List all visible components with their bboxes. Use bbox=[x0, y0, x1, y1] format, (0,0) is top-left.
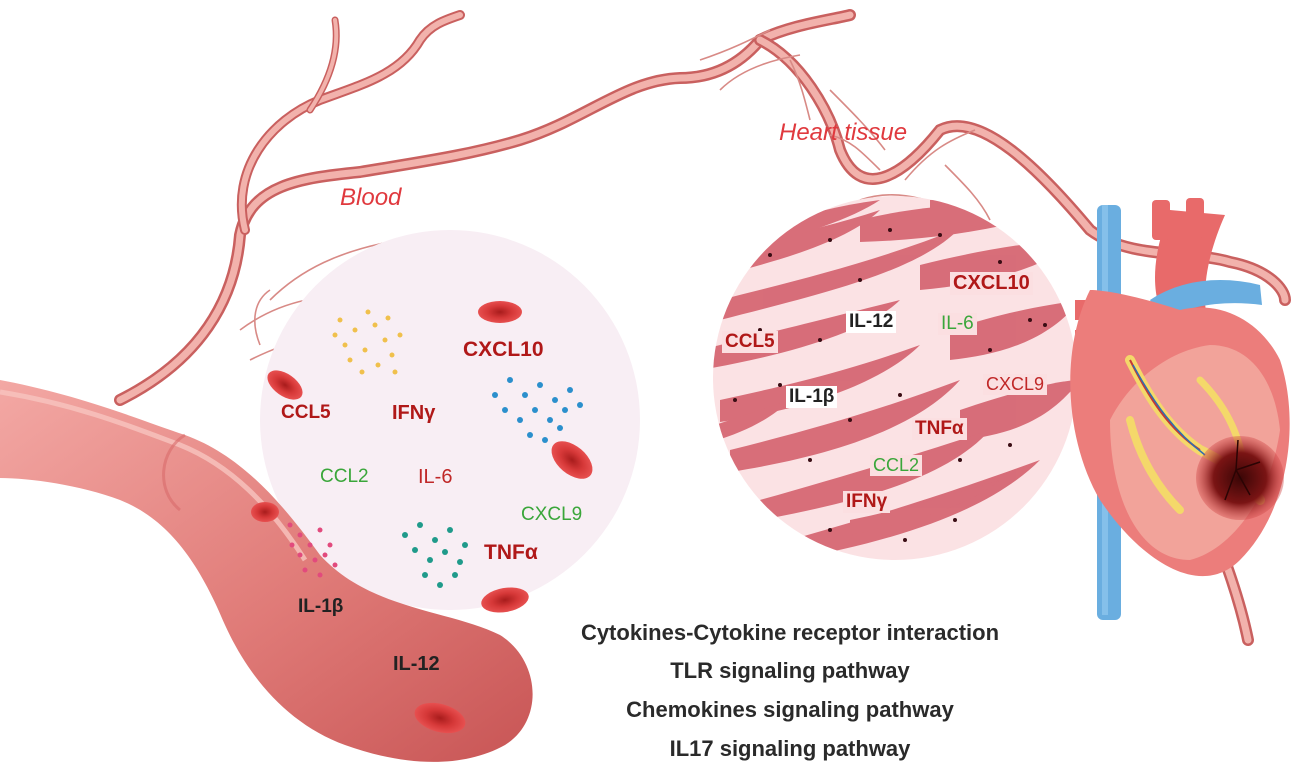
red-blood-cell bbox=[251, 502, 279, 522]
tissue-label-ccl5: CCL5 bbox=[722, 331, 778, 353]
heart-tissue-title: Heart tissue bbox=[779, 119, 908, 146]
blood-title: Blood bbox=[340, 184, 402, 211]
pathway-il17: IL17 signaling pathway bbox=[669, 736, 911, 761]
tissue-label-cxcl10: CXCL10 bbox=[950, 272, 1033, 295]
blood-label-tnfa: TNFα bbox=[484, 541, 538, 564]
tissue-label-il6: IL-6 bbox=[938, 313, 977, 335]
tnfa-molecules bbox=[402, 522, 468, 588]
blood-label-il6: IL-6 bbox=[418, 466, 453, 488]
blood-label-ccl2: CCL2 bbox=[320, 466, 369, 487]
blood-label-ifng: IFNγ bbox=[392, 402, 436, 424]
blood-label-il1b: IL-1β bbox=[298, 596, 344, 617]
pathway-chemokines: Chemokines signaling pathway bbox=[626, 697, 954, 722]
red-blood-cell bbox=[267, 370, 303, 400]
blood-label-ccl5: CCL5 bbox=[281, 402, 331, 423]
blood-label-il12: IL-12 bbox=[393, 653, 440, 675]
tissue-label-tnfa: TNFα bbox=[912, 418, 967, 440]
red-blood-cell bbox=[481, 587, 529, 613]
blood-vessel-branches bbox=[114, 9, 1291, 646]
ifng-molecules bbox=[332, 309, 403, 375]
tissue-label-ccl2: CCL2 bbox=[870, 455, 923, 476]
blood-zoom-circle bbox=[260, 230, 640, 610]
pathway-cytokine-receptor: Cytokines-Cytokine receptor interaction bbox=[580, 620, 1000, 645]
red-blood-cell bbox=[478, 301, 522, 323]
tissue-label-cxcl9: CXCL9 bbox=[983, 374, 1048, 395]
vessel-molecules bbox=[287, 522, 338, 578]
heart-illustration bbox=[1070, 198, 1290, 620]
red-blood-cell bbox=[551, 441, 593, 479]
blood-label-cxcl10: CXCL10 bbox=[463, 338, 544, 361]
red-blood-cells bbox=[251, 301, 593, 734]
red-blood-cell bbox=[414, 702, 466, 734]
tissue-label-ifng: IFNγ bbox=[843, 491, 891, 513]
tissue-label-il1b: IL-1β bbox=[786, 386, 838, 408]
pathway-tlr: TLR signaling pathway bbox=[670, 658, 910, 683]
cxcl10-molecules bbox=[492, 377, 583, 443]
blood-label-cxcl9: CXCL9 bbox=[521, 504, 583, 525]
tissue-label-il12: IL-12 bbox=[846, 311, 897, 333]
